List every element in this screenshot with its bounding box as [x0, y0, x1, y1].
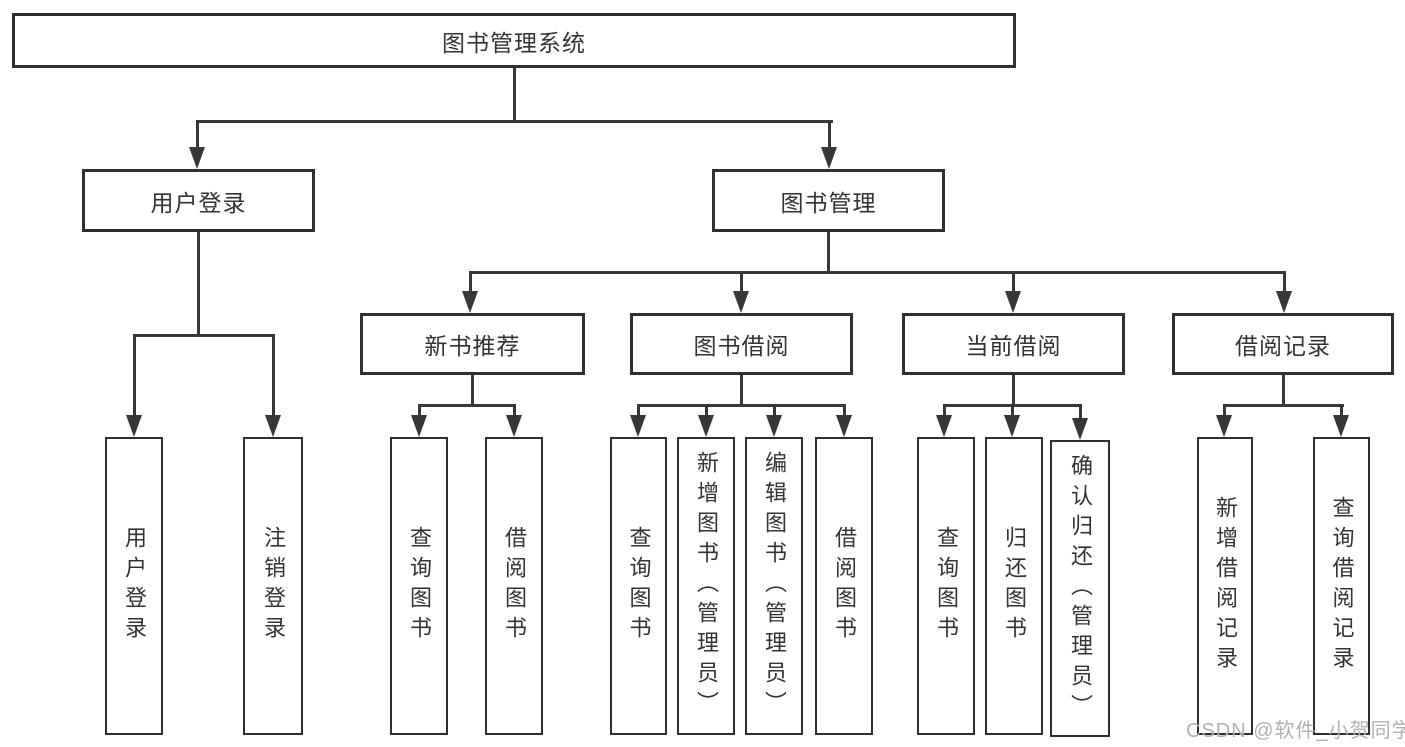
- connector-leaf-stem: [705, 404, 708, 418]
- arrow-down-icon: [698, 415, 714, 437]
- node-new-books: 新书推荐: [360, 313, 585, 375]
- connector-userlogin-drop: [197, 232, 200, 335]
- arrow-down-icon: [1004, 415, 1020, 437]
- arrow-down-icon: [265, 415, 281, 437]
- connector-leaf-stem: [513, 404, 516, 418]
- node-new-books-label: 新书推荐: [424, 333, 521, 359]
- connector-bookmgmt-drop: [827, 232, 830, 272]
- leaf-borrow-add-label: 新增图书（管理员）: [694, 451, 719, 721]
- leaf-records-add: 新增借阅记录: [1197, 437, 1253, 735]
- arrow-down-icon: [836, 415, 852, 437]
- connector-newbooks-bar: [418, 404, 516, 407]
- node-user-login-label: 用户登录: [150, 189, 247, 216]
- leaf-logout: 注销登录: [243, 437, 303, 735]
- connector-records-bar: [1223, 404, 1344, 407]
- leaf-current-confirm-label: 确认归还（管理员）: [1068, 453, 1093, 724]
- node-root-label: 图书管理系统: [442, 29, 586, 56]
- leaf-records-query: 查询借阅记录: [1313, 437, 1370, 735]
- leaf-borrow-borrow: 借阅图书: [815, 437, 873, 735]
- node-book-mgmt: 图书管理: [712, 169, 945, 232]
- connector-userlogin-stem: [196, 120, 199, 149]
- connector-root-drop: [513, 68, 516, 121]
- leaf-records-query-label: 查询借阅记录: [1329, 496, 1355, 676]
- connector-leaf-stem: [1079, 404, 1082, 420]
- arrow-down-icon: [411, 415, 427, 437]
- leaf-newbooks-query-label: 查询图书: [407, 526, 432, 646]
- connector-newbooks-drop: [471, 375, 474, 405]
- connector-leaf-stem: [133, 334, 136, 416]
- arrow-down-icon: [1072, 418, 1088, 440]
- leaf-current-return: 归还图书: [985, 437, 1043, 735]
- connector-leaf-stem: [1340, 404, 1343, 418]
- leaf-logout-label: 注销登录: [261, 526, 286, 646]
- node-borrow-records: 借阅记录: [1172, 313, 1394, 375]
- leaf-borrow-borrow-label: 借阅图书: [832, 526, 857, 646]
- arrow-down-icon: [1216, 415, 1232, 437]
- arrow-down-icon: [1333, 415, 1349, 437]
- connector-leaf-stem: [418, 404, 421, 418]
- connector-leaf-stem: [843, 404, 846, 418]
- connector-userlogin-bar: [133, 334, 275, 337]
- arrow-down-icon: [766, 415, 782, 437]
- connector-bookborrow-bar: [637, 404, 846, 407]
- arrow-down-icon: [630, 415, 646, 437]
- node-current-borrow: 当前借阅: [902, 313, 1125, 375]
- connector-leaf-stem: [272, 334, 275, 416]
- leaf-borrow-edit: 编辑图书（管理员）: [745, 437, 803, 735]
- connector-bookborrow-drop: [740, 375, 743, 405]
- connector-level2-bar: [469, 271, 1286, 274]
- arrow-down-icon: [733, 291, 749, 313]
- node-book-borrow: 图书借阅: [630, 313, 853, 375]
- node-current-borrow-label: 当前借阅: [965, 333, 1062, 359]
- node-book-borrow-label: 图书借阅: [693, 333, 790, 359]
- arrow-down-icon: [126, 415, 142, 437]
- arrow-down-icon: [821, 147, 837, 169]
- arrow-down-icon: [462, 291, 478, 313]
- leaf-borrow-query: 查询图书: [610, 437, 667, 735]
- leaf-borrow-query-label: 查询图书: [626, 526, 652, 646]
- node-book-mgmt-label: 图书管理: [780, 189, 877, 216]
- arrow-down-icon: [1276, 291, 1292, 313]
- leaf-borrow-add: 新增图书（管理员）: [677, 437, 735, 735]
- connector-leaf-stem: [637, 404, 640, 418]
- leaf-current-return-label: 归还图书: [1002, 526, 1027, 646]
- node-root: 图书管理系统: [12, 13, 1016, 68]
- arrow-down-icon: [1005, 291, 1021, 313]
- arrow-down-icon: [936, 415, 952, 437]
- leaf-records-add-label: 新增借阅记录: [1213, 496, 1238, 676]
- leaf-current-confirm: 确认归还（管理员）: [1050, 440, 1110, 737]
- arrow-down-icon: [506, 415, 522, 437]
- leaf-newbooks-query: 查询图书: [390, 437, 448, 735]
- connector-currentborrow-drop: [1012, 375, 1015, 405]
- connector-records-stem: [1283, 271, 1286, 293]
- leaf-current-query: 查询图书: [917, 437, 975, 735]
- connector-bookborrow-stem: [740, 271, 743, 293]
- connector-currentborrow-stem: [1012, 271, 1015, 293]
- leaf-user-login: 用户登录: [105, 437, 163, 735]
- connector-leaf-stem: [943, 404, 946, 418]
- connector-records-drop: [1282, 375, 1285, 405]
- leaf-newbooks-borrow-label: 借阅图书: [502, 526, 527, 646]
- connector-leaf-stem: [1011, 404, 1014, 418]
- arrow-down-icon: [189, 147, 205, 169]
- leaf-current-query-label: 查询图书: [934, 526, 959, 646]
- leaf-newbooks-borrow: 借阅图书: [485, 437, 543, 735]
- node-user-login: 用户登录: [82, 169, 315, 232]
- leaf-borrow-edit-label: 编辑图书（管理员）: [762, 451, 787, 721]
- connector-leaf-stem: [1223, 404, 1226, 418]
- csdn-watermark: CSDN @软件_小贺同学: [1186, 720, 1405, 742]
- connector-newbooks-stem: [469, 271, 472, 293]
- leaf-user-login-label: 用户登录: [122, 526, 147, 646]
- node-borrow-records-label: 借阅记录: [1235, 333, 1331, 359]
- connector-leaf-stem: [773, 404, 776, 418]
- connector-bookmgmt-stem: [828, 120, 831, 149]
- connector-root-bar: [196, 120, 833, 123]
